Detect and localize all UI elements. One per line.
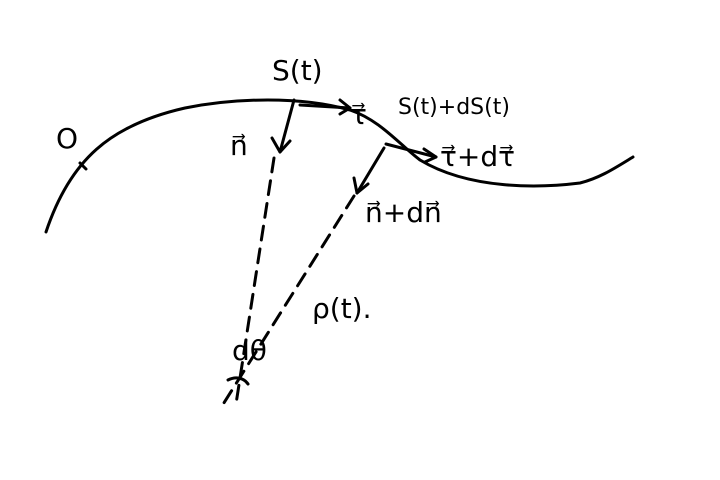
point-label: S(t) bbox=[272, 54, 323, 87]
tangent-plus-label: τ⃗+dτ⃗ bbox=[440, 140, 515, 173]
tangent-arrow bbox=[298, 98, 352, 116]
curve bbox=[44, 98, 635, 234]
angle-label: dθ bbox=[232, 334, 267, 367]
origin-tick bbox=[78, 161, 88, 171]
origin-label: O bbox=[56, 122, 78, 155]
radius-label: ρ(t). bbox=[312, 292, 372, 325]
normal-plus-label: n⃗+dn⃗ bbox=[365, 196, 442, 229]
angle-arc bbox=[226, 376, 250, 386]
radius-line-2 bbox=[220, 194, 356, 408]
radius-line-1 bbox=[234, 156, 276, 406]
normal-arrow bbox=[270, 98, 296, 154]
tangent-label: τ⃗ bbox=[350, 98, 367, 131]
normal-plus-arrow bbox=[352, 146, 386, 195]
normal-label: n⃗ bbox=[230, 129, 248, 162]
tangent-plus-arrow bbox=[384, 142, 438, 164]
next-point-label: S(t)+dS(t) bbox=[398, 95, 510, 120]
